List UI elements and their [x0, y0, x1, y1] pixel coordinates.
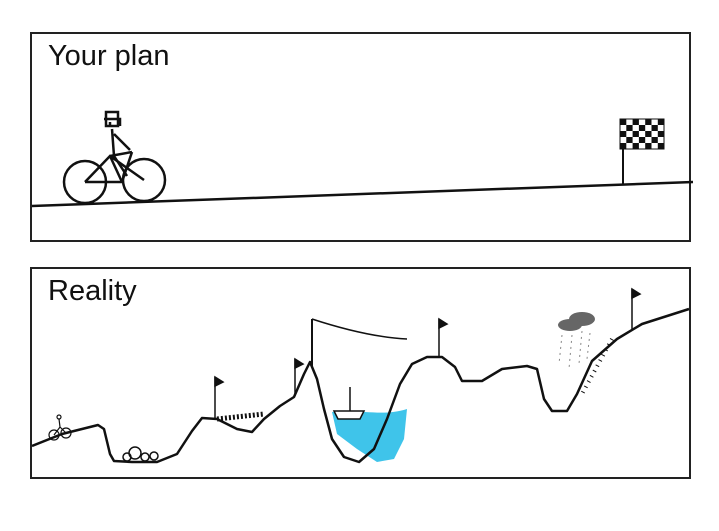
check-square [651, 125, 658, 131]
finish-flag-icon [619, 118, 665, 185]
check-square [657, 143, 665, 149]
check-square [626, 137, 633, 143]
small-cyclist-icon [48, 414, 72, 441]
check-square [620, 143, 627, 149]
rope [311, 318, 408, 340]
cyclist-icon [62, 110, 167, 205]
panel-title: Your plan [48, 40, 170, 72]
rocks [122, 446, 159, 462]
plan-panel: Your plan [30, 32, 693, 242]
check-square [620, 131, 627, 137]
check-square [657, 131, 665, 137]
check-square [620, 119, 627, 125]
check-square [645, 119, 652, 125]
reality-illustration [32, 287, 690, 464]
check-square [645, 143, 652, 149]
check-square [626, 125, 633, 131]
panel-title: Reality [48, 275, 137, 307]
check-square [632, 131, 639, 137]
flag-icon [214, 287, 642, 419]
bridge [216, 411, 265, 422]
check-square [638, 137, 646, 143]
bumpy-terrain [32, 307, 690, 464]
check-square [657, 119, 665, 125]
check-square [645, 131, 652, 137]
check-square [638, 125, 646, 131]
check-square [632, 143, 639, 149]
rain-cloud-icon [558, 312, 595, 370]
water [332, 409, 407, 462]
check-square [632, 119, 639, 125]
boat-icon [332, 387, 366, 420]
check-square [651, 137, 658, 143]
reality-panel: Reality [30, 267, 691, 479]
plan-illustration [32, 110, 693, 208]
smooth-road [32, 180, 693, 208]
